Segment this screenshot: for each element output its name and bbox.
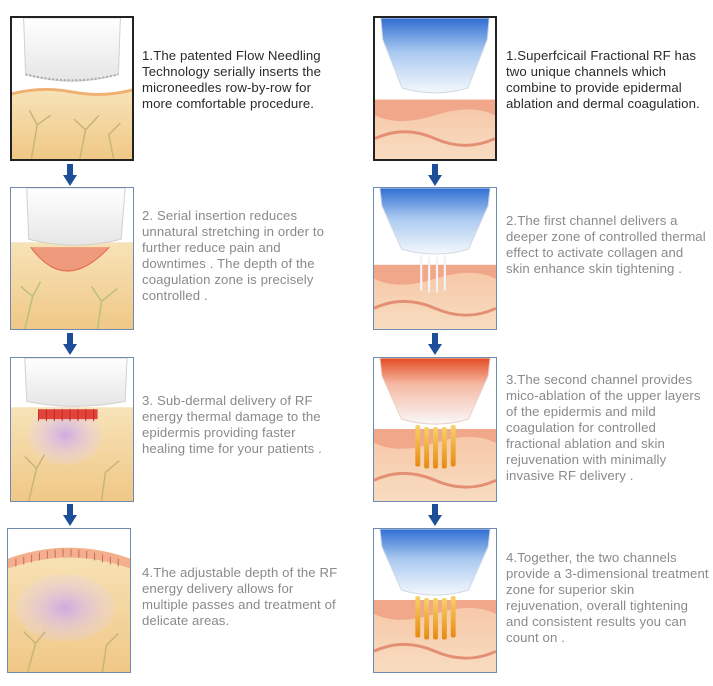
right-step-1-text: 1.Superfcicail Fractional RF has two uni…: [506, 48, 700, 111]
left-step-4-text: 4.The adjustable depth of the RF energy …: [142, 565, 338, 628]
right-step-3-text: 3.The second channel provides mico-ablat…: [506, 372, 701, 483]
left-step-1-illustration: [10, 16, 134, 161]
left-step-3-illustration: [10, 357, 134, 502]
left-step-1-text: 1.The patented Flow Needling Technology …: [142, 48, 322, 111]
left-arrow-3-icon: [63, 504, 77, 526]
left-arrow-1-icon: [63, 164, 77, 186]
right-arrow-2-icon: [428, 333, 442, 355]
right-step-1-illustration: [373, 16, 497, 161]
right-step-4-illustration: [373, 528, 497, 673]
left-step-3-text: 3. Sub-dermal delivery of RF energy ther…: [142, 393, 322, 456]
right-arrow-1-icon: [428, 164, 442, 186]
right-step-4-text: 4.Together, the two channels provide a 3…: [506, 550, 709, 645]
right-step-2-illustration: [373, 187, 497, 330]
left-arrow-2-icon: [63, 333, 77, 355]
right-step-3-illustration: [373, 357, 497, 502]
right-arrow-3-icon: [428, 504, 442, 526]
left-step-2-text: 2. Serial insertion reduces unnatural st…: [142, 208, 325, 303]
right-step-2-text: 2.The first channel delivers a deeper zo…: [506, 213, 706, 276]
left-step-2-illustration: [10, 187, 134, 330]
left-step-4-illustration: [7, 528, 131, 673]
